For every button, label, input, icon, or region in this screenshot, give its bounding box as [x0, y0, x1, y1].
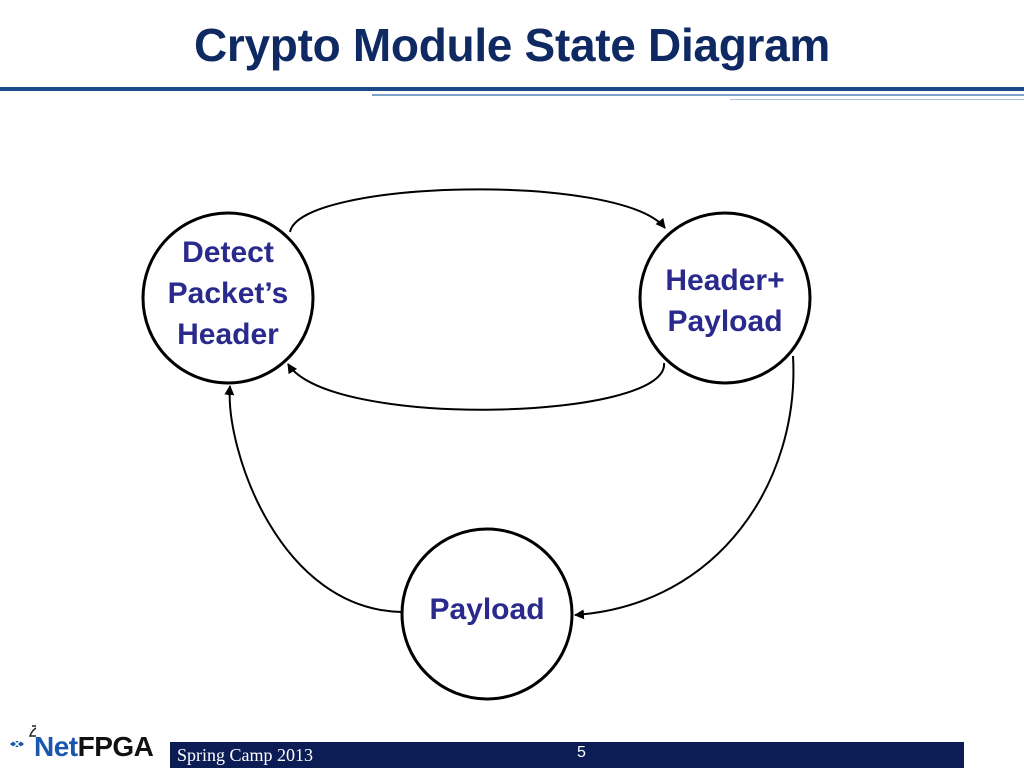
footer-bar: Spring Camp 2013 5	[170, 742, 964, 768]
edge-detect-to-header-payload	[289, 188, 666, 233]
logo-net-text: Net	[34, 731, 78, 762]
title-rule-faint	[730, 99, 1024, 100]
slide-title: Crypto Module State Diagram	[194, 19, 830, 71]
state-label-line: Header	[177, 318, 279, 351]
footer-event-name: Spring Camp 2013	[177, 745, 314, 765]
state-label-line: Packet’s	[168, 277, 289, 310]
state-circle	[638, 211, 812, 385]
logo-fpga-text: FPGA	[77, 731, 154, 762]
title-rule-thick	[0, 87, 1024, 91]
logo-wordmark: NetFPGA	[34, 731, 154, 763]
edge-payload-to-detect	[224, 385, 403, 613]
edge-header-payload-to-detect	[287, 362, 666, 411]
netfpga-logo: NetFPGA	[6, 722, 166, 766]
state-label-line: Payload	[429, 593, 544, 626]
edge-header-payload-to-payload	[574, 355, 795, 620]
state-detect-packets-header: Detect Packet’s Header	[141, 211, 315, 385]
state-circle	[141, 211, 315, 385]
state-label-line: Header+	[665, 264, 784, 297]
state-label-line: Detect	[182, 236, 274, 269]
state-header-payload: Header+ Payload	[638, 211, 812, 385]
state-circle	[400, 527, 574, 701]
logo-mark-icon	[10, 725, 36, 748]
state-payload: Payload	[400, 527, 574, 701]
footer-page-number: 5	[577, 744, 586, 761]
state-label-line: Payload	[667, 305, 782, 338]
title-rule-thin	[372, 94, 1024, 96]
